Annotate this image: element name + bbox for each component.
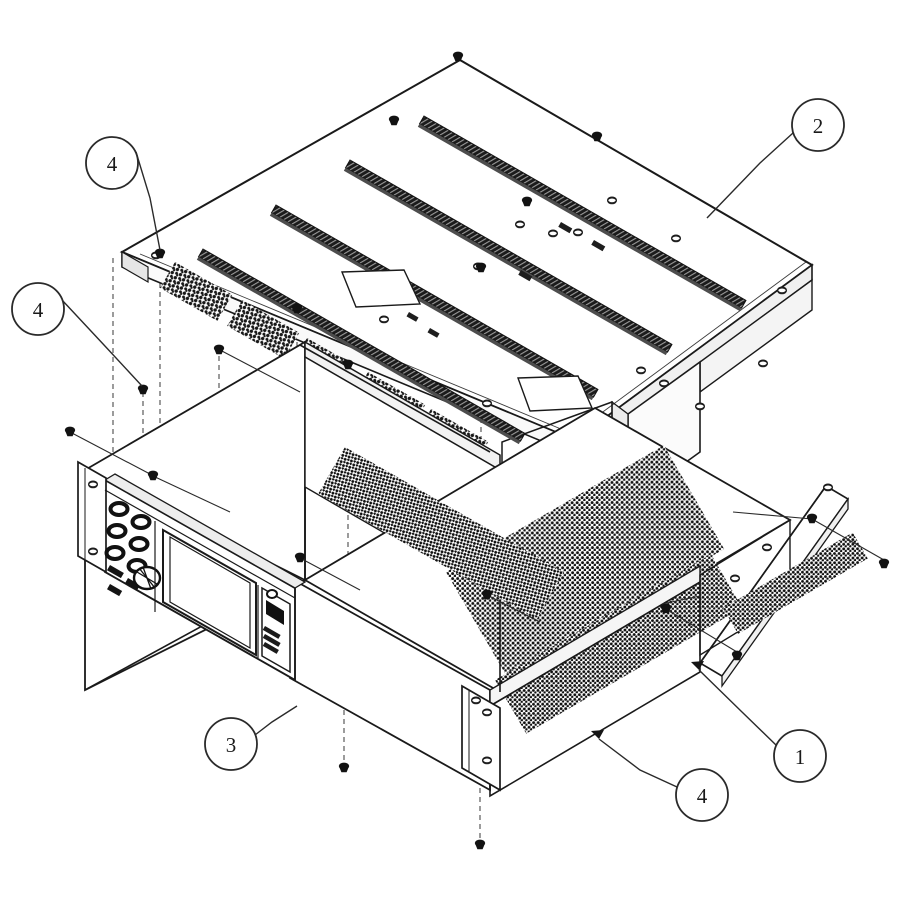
- chassis-upper-vent-band: [318, 447, 564, 620]
- callout-3-leader: [254, 705, 298, 736]
- callout-3[interactable]: 3: [204, 705, 298, 771]
- callout-4-bottom-leader: [598, 738, 678, 788]
- top-cover-cutouts: [340, 269, 594, 412]
- callout-4-left-label: 4: [33, 298, 44, 322]
- callout-1[interactable]: 1: [691, 661, 827, 783]
- fastener-install-lines: [69, 349, 885, 653]
- rotary-knob[interactable]: [132, 565, 162, 591]
- callout-1-circle[interactable]: [773, 729, 827, 783]
- rack-ear-left[interactable]: [77, 460, 107, 574]
- callout-4-bottom[interactable]: 4: [591, 730, 729, 822]
- chassis-front-vent-band: [495, 554, 743, 734]
- front-panel-bezel-lines: [104, 489, 296, 658]
- front-panel-port-block[interactable]: [261, 586, 291, 674]
- rack-ear-front-right[interactable]: [461, 684, 501, 792]
- callout-2-leader: [706, 132, 794, 219]
- callout-1-label: 1: [795, 745, 806, 769]
- callout-1-leader: [698, 669, 777, 746]
- top-cover-corner-left: [121, 250, 149, 284]
- callout-4-left-leader: [61, 299, 143, 387]
- side-panel-hole-2: [761, 543, 773, 552]
- side-panel-hole-3: [729, 574, 741, 583]
- callout-4-top-circle[interactable]: [85, 136, 139, 190]
- callout-4-top[interactable]: 4: [85, 136, 161, 251]
- callout-3-circle[interactable]: [204, 717, 258, 771]
- top-cover-tabs: [406, 221, 606, 338]
- callout-2-circle[interactable]: [791, 98, 845, 152]
- top-cover-slot-strips: [196, 115, 747, 445]
- front-panel-display: [162, 528, 257, 657]
- callout-3-label: 3: [226, 733, 237, 757]
- callout-4-left-circle[interactable]: [11, 282, 65, 336]
- front-panel-connectors[interactable]: [104, 501, 152, 574]
- callout-4-bottom-label: 4: [697, 784, 708, 808]
- callout-4-top-label: 4: [107, 152, 118, 176]
- callout-2-label: 2: [813, 114, 824, 138]
- callout-4-bottom-circle[interactable]: [675, 768, 729, 822]
- side-panel-edge-inner: [699, 485, 827, 664]
- callout-1-arrow: [691, 661, 704, 670]
- front-panel-top-edge: [103, 473, 307, 589]
- balloon-callouts[interactable]: 2 4 4 3 4 1: [11, 98, 845, 822]
- callout-4-left[interactable]: 4: [11, 282, 143, 387]
- side-panel-hole-1: [822, 483, 834, 492]
- part-front-panel[interactable]: [77, 460, 307, 682]
- side-panel-vent-band: [723, 532, 868, 634]
- part-side-panel-right[interactable]: [698, 483, 868, 689]
- part-top-cover[interactable]: [119, 58, 814, 506]
- chassis-floor-vent: [446, 445, 725, 676]
- front-panel-buttons[interactable]: [107, 565, 141, 597]
- callout-4-top-leader: [135, 151, 161, 251]
- part-main-chassis[interactable]: [84, 340, 792, 798]
- callout-2[interactable]: 2: [706, 98, 845, 219]
- callout-4-bottom-arrow: [591, 730, 604, 739]
